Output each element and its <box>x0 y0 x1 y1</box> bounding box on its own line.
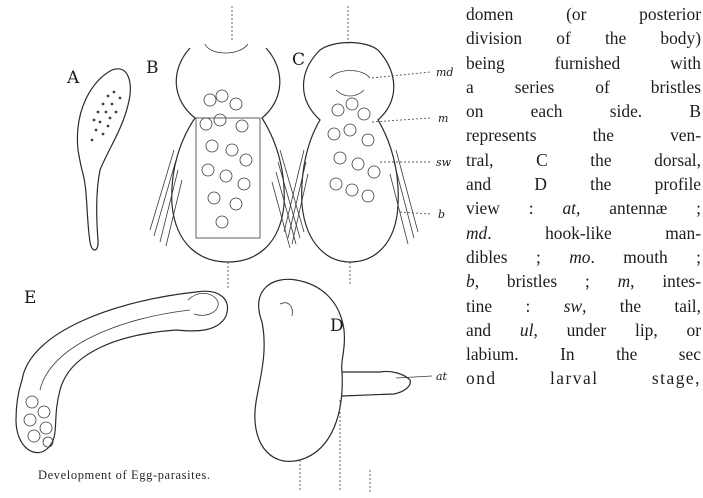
text-line: being furnished with <box>466 51 701 75</box>
figure-caption: Development of Egg-parasites. <box>38 468 211 482</box>
text-line: on each side. B <box>466 99 701 123</box>
label-panel-a: A <box>66 68 80 88</box>
label-panel-c: C <box>292 50 305 70</box>
panel-b-drawing <box>150 6 304 290</box>
italic-abbrev: mo <box>569 247 590 267</box>
text-line: labium. In the sec <box>466 342 701 366</box>
italic-abbrev: m <box>618 271 631 291</box>
panel-c-drawing <box>284 6 430 286</box>
text-line: tine : sw, the tail, <box>466 294 701 318</box>
panel-e-drawing <box>16 291 228 452</box>
label-panel-e: E <box>24 288 36 308</box>
text-line: tral, C the dorsal, <box>466 148 701 172</box>
label-m: m <box>438 112 448 125</box>
figure-egg-parasites: A B C D E md m sw b at Development of Eg… <box>0 0 455 498</box>
italic-abbrev: sw <box>564 296 582 316</box>
text-line: view : at, antennæ ; <box>466 196 701 220</box>
panel-d-drawing <box>255 279 432 494</box>
panel-a-drawing <box>77 69 130 250</box>
text-line: domen (or posterior <box>466 2 701 26</box>
italic-abbrev: ul <box>520 320 534 340</box>
italic-abbrev: at <box>562 198 576 218</box>
italic-abbrev: b <box>466 271 475 291</box>
text-line: and D the profile <box>466 172 701 196</box>
text-line: represents the ven- <box>466 123 701 147</box>
text-line: division of the body) <box>466 26 701 50</box>
label-at: at <box>436 370 448 383</box>
label-panel-d: D <box>330 316 344 336</box>
text-line: dibles ; mo. mouth ; <box>466 245 701 269</box>
text-line: b, bristles ; m, intes- <box>466 269 701 293</box>
label-b: b <box>438 208 445 221</box>
italic-abbrev: md <box>466 223 487 243</box>
text-line: a series of bristles <box>466 75 701 99</box>
text-line: and ul, under lip, or <box>466 318 701 342</box>
label-md: md <box>436 66 453 79</box>
label-sw: sw <box>436 156 452 169</box>
text-line: ond larval stage, <box>466 366 701 390</box>
label-panel-b: B <box>146 58 159 78</box>
text-line: md. hook-like man- <box>466 221 701 245</box>
